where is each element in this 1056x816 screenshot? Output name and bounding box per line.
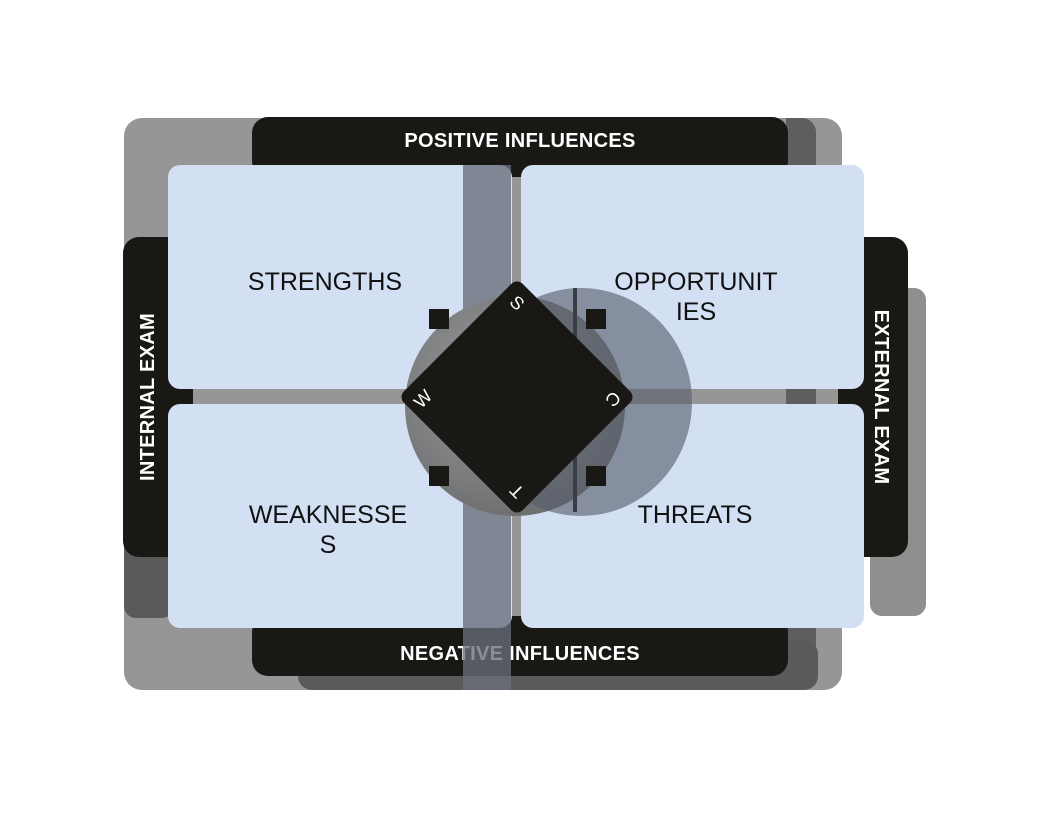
threats-label: THREATS: [637, 501, 753, 529]
corner-square: [429, 309, 449, 329]
positive-influences-label: POSITIVE INFLUENCES: [404, 130, 636, 152]
weaknesses-label: WEAKNESSE S: [248, 501, 408, 559]
corner-square: [586, 309, 606, 329]
corner-square: [429, 466, 449, 486]
internal-exam-label: INTERNAL EXAM: [137, 313, 159, 481]
external-exam-label: EXTERNAL EXAM: [870, 309, 892, 485]
corner-square: [586, 466, 606, 486]
strengths-label: STRENGTHS: [247, 268, 403, 296]
negative-influences-label: NEGATIVE INFLUENCES: [400, 643, 640, 665]
center-diamond: S C T W: [398, 278, 636, 516]
opportunities-label: OPPORTUNIT IES: [614, 268, 778, 326]
